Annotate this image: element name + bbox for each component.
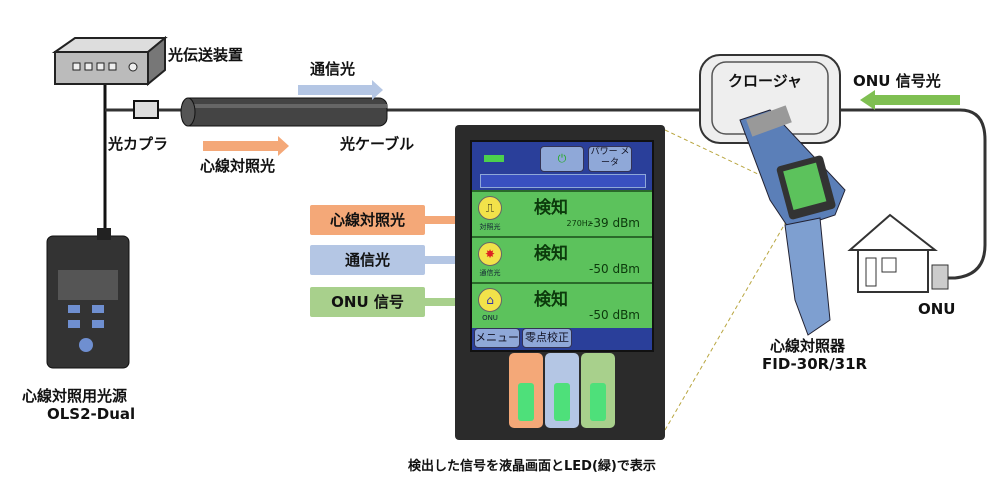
transmitter-label: 光伝送装置: [168, 46, 244, 64]
lcd-screen: ⏻ パワー メータ ⎍ 対照光 検知 270Hz -39 dBm ✸ 通信光 検…: [470, 140, 654, 352]
frequency: 270Hz: [566, 219, 592, 228]
ols2-light-source-icon: [46, 228, 130, 369]
optical-cable-icon: [181, 97, 388, 127]
row-comm-light: ✸ 通信光 検知 -50 dBm: [472, 236, 652, 282]
device-model: FID-30R/31R: [762, 355, 868, 373]
callout-onu-signal: ONU 信号: [310, 287, 425, 317]
house-icon: [847, 213, 949, 293]
device-name: 心線対照器: [770, 337, 846, 355]
laser-icon: ✸: [478, 242, 502, 266]
row-onu: ⌂ ONU 検知 -50 dBm: [472, 282, 652, 328]
callout-comm-light: 通信光: [310, 245, 425, 275]
source-name: 心線対照用光源: [22, 387, 128, 405]
onu-label: ONU: [918, 300, 956, 318]
house-icon: ⌂: [478, 288, 502, 312]
led-comm-light: [545, 353, 579, 428]
status: 検知: [534, 198, 568, 218]
zero-calibration-button[interactable]: 零点校正: [522, 328, 572, 348]
pulse-icon: ⎍: [478, 196, 502, 220]
power-value: -39 dBm: [589, 216, 640, 230]
led-core-light: [509, 353, 543, 428]
onu-signal-arrow: [860, 90, 960, 110]
icon-label: 通信光: [479, 269, 501, 277]
callout-core-light: 心線対照光: [310, 205, 425, 235]
closure-label: クロージャ: [728, 72, 802, 90]
fid-device-icon: [739, 105, 846, 336]
transmitter-box-top: [51, 37, 168, 53]
source-model: OLS2-Dual: [47, 405, 136, 423]
menu-button[interactable]: メニュー: [474, 328, 520, 348]
icon-label: 対照光: [479, 223, 501, 231]
led-onu: [581, 353, 615, 428]
core-light-label: 心線対照光: [200, 157, 276, 175]
coupler-icon: [133, 100, 159, 119]
power-value: -50 dBm: [589, 262, 640, 276]
battery-icon: [484, 155, 504, 162]
power-meter-button[interactable]: パワー メータ: [588, 146, 632, 172]
comm-light-arrow: [298, 80, 383, 100]
status-bar: [480, 174, 646, 188]
core-light-arrow: [203, 136, 289, 156]
icon-label: ONU: [482, 314, 498, 322]
row-core-light: ⎍ 対照光 検知 270Hz -39 dBm: [472, 190, 652, 236]
coupler-label: 光カプラ: [108, 135, 169, 153]
cable-label: 光ケーブル: [340, 135, 415, 153]
status: 検知: [534, 290, 568, 310]
screen-zoom-panel: ⏻ パワー メータ ⎍ 対照光 検知 270Hz -39 dBm ✸ 通信光 検…: [455, 125, 665, 440]
caption: 検出した信号を液晶画面とLED(緑)で表示: [408, 459, 656, 474]
status: 検知: [534, 244, 568, 264]
power-button[interactable]: ⏻: [540, 146, 584, 172]
comm-light-label: 通信光: [310, 60, 356, 78]
onu-device-icon: [931, 264, 949, 290]
power-value: -50 dBm: [589, 308, 640, 322]
onu-signal-light-label: ONU 信号光: [853, 72, 941, 90]
